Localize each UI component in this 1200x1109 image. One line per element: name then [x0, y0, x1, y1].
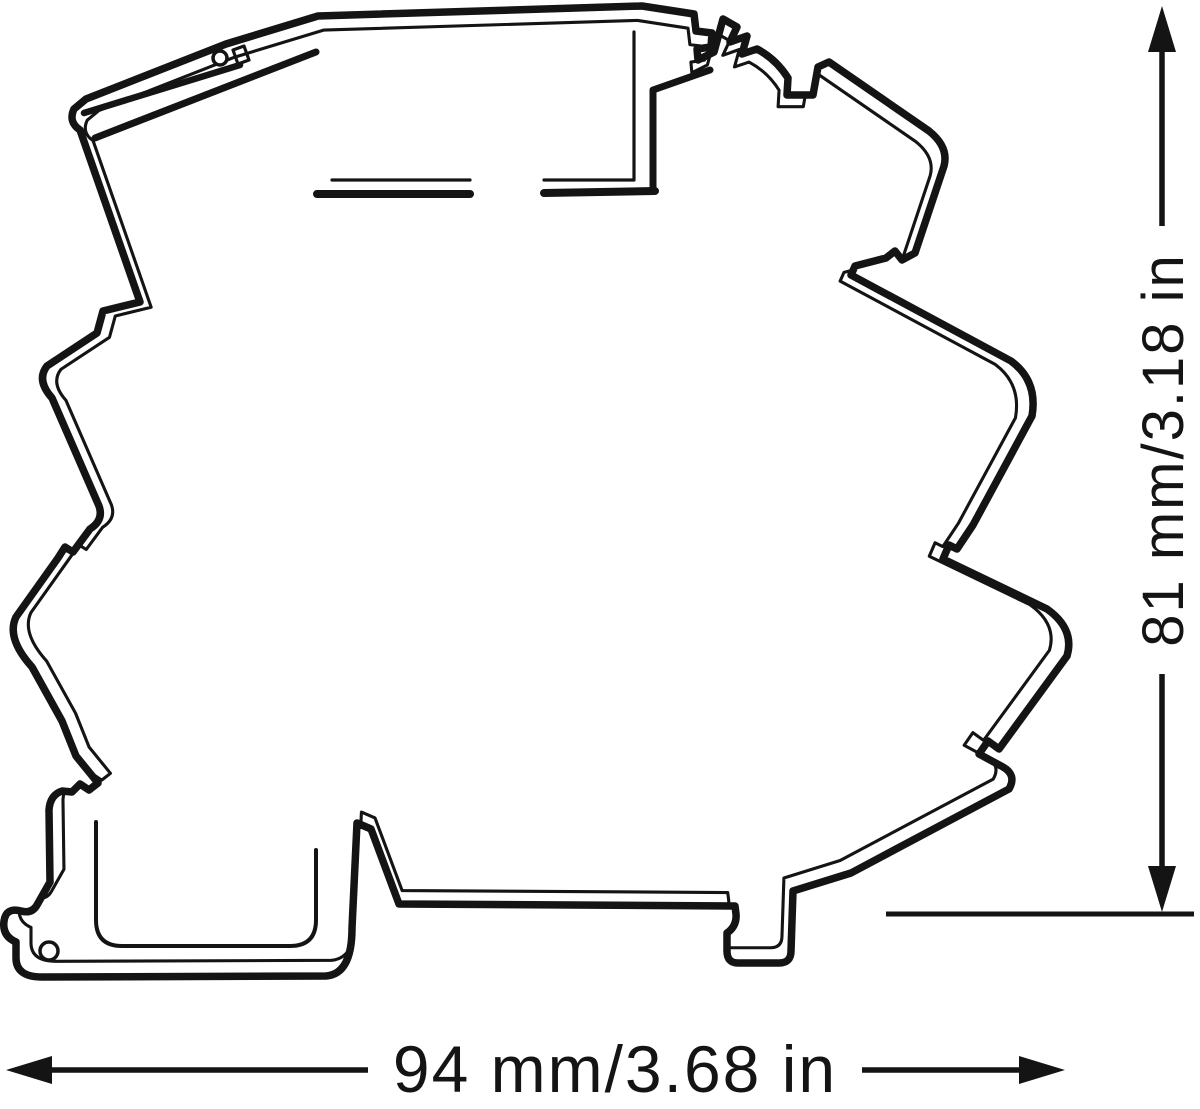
- height-arrow-down-icon: [1148, 866, 1176, 912]
- width-arrow-left-icon: [6, 1056, 52, 1084]
- width-arrow-right-icon: [1019, 1056, 1065, 1084]
- relay-block-right-wall: [649, 66, 714, 193]
- height-arrow-up-icon: [1148, 6, 1176, 52]
- module-profile-group: [0, 2, 1073, 981]
- height-dimension-label: 81 mm/3.18 in: [1131, 253, 1196, 647]
- din-foot-channel: [94, 820, 318, 948]
- relay-block-bottom-edge: [313, 187, 659, 198]
- width-dimension-group: 94 mm/3.68 in: [6, 1032, 1065, 1106]
- latch-pivot-circle: [211, 49, 229, 67]
- module-outline: [0, 2, 1073, 981]
- marker-latch-body-slope: [91, 48, 320, 142]
- height-dimension-group: 81 mm/3.18 in: [886, 6, 1196, 917]
- foot-knob-circle: [38, 940, 60, 962]
- relay-block-inner-lines: [330, 30, 636, 182]
- latch-pin: [231, 44, 251, 66]
- marker-latch-underside: [80, 61, 244, 117]
- width-dimension-label: 94 mm/3.68 in: [393, 1032, 837, 1106]
